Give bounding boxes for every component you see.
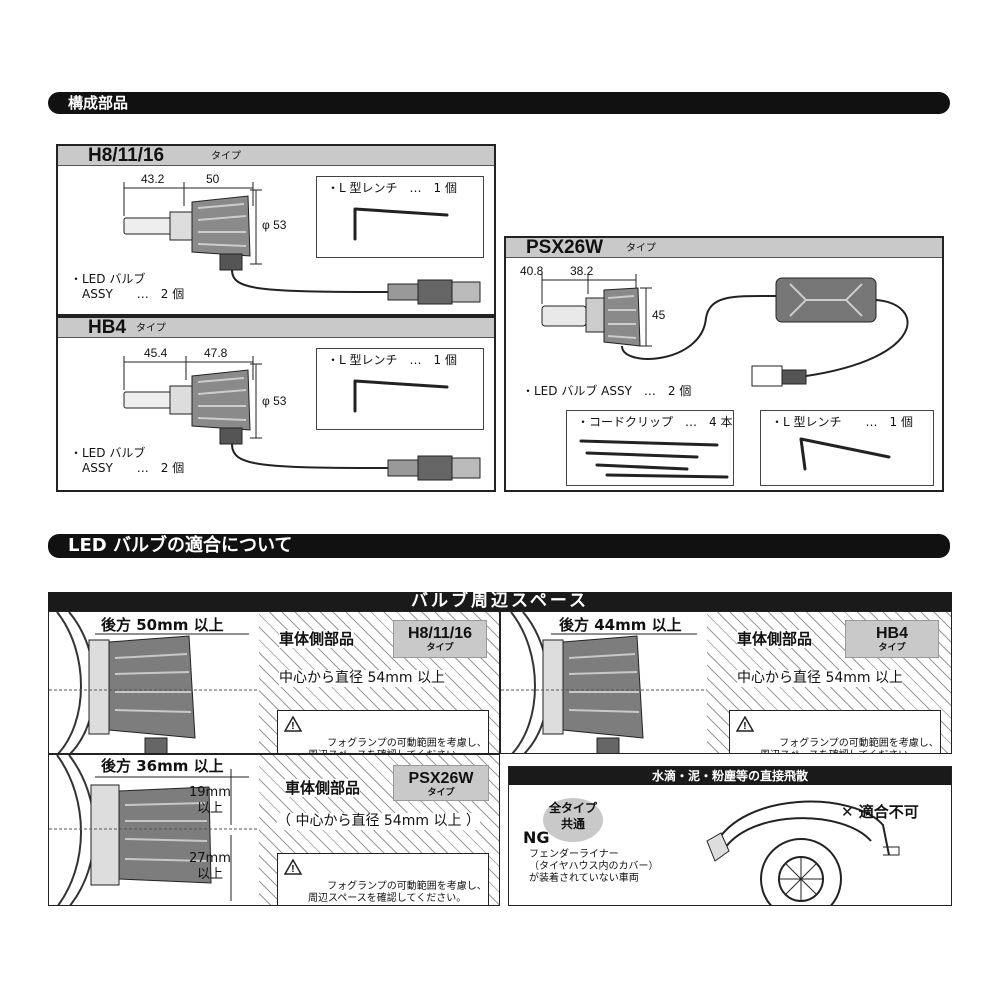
all-types-label-2: 共通	[561, 817, 586, 831]
cord-clip-icon	[579, 439, 729, 479]
panel-h8: H8/11/16 タイプ 43.2 50 φ 53 ・L 型レンチ … 1 個 …	[56, 144, 496, 316]
panel-title-hb4: HB4	[88, 317, 127, 338]
upper-clearance-suffix-psx26w: 以上	[197, 801, 224, 816]
body-part-label-hb4: 車体側部品	[737, 630, 813, 648]
lower-clearance-value-psx26w: 27mm	[189, 851, 231, 866]
panel-hb4: HB4 タイプ 45.4 47.8 φ 53 ・L 型レンチ … 1 個 ・LE…	[56, 316, 496, 492]
clip-box-psx26w: ・コードクリップ … 4 本	[566, 410, 734, 486]
type-tag-sub-h8: タイプ	[426, 643, 454, 653]
dim-length-a-hb4: 45.4	[144, 346, 168, 360]
center-diameter-label-h8: 中心から直径 54mm 以上	[279, 670, 445, 687]
warning-icon: !	[284, 716, 302, 732]
dim-length-a-psx26w: 40.8	[520, 264, 544, 278]
center-diameter-label-hb4: 中心から直径 54mm 以上	[737, 670, 903, 687]
spill-title: 水滴・泥・粉塵等の直接飛散	[509, 767, 951, 785]
panel-subtitle-h8: タイプ	[211, 151, 241, 162]
wrench-label-hb4: ・L 型レンチ … 1 個	[327, 353, 457, 367]
bulb-space-area: バルブ周辺スペース 後方 50mm 以上 車体側部品 H8/11/16 タイプ …	[48, 592, 952, 906]
center-diameter-label-psx26w: （ 中心から直径 54mm 以上 ）	[277, 813, 480, 830]
panel-subtitle-psx26w: タイプ	[626, 243, 656, 254]
l-wrench-icon	[353, 207, 449, 241]
type-tag-h8: H8/11/16 タイプ	[393, 620, 487, 658]
fender-note: フェンダーライナー （タイヤハウス内のカバー） が装着されていない車両	[529, 849, 659, 884]
fog-lamp-drawing-h8	[49, 612, 499, 753]
svg-text:!: !	[291, 864, 294, 875]
dim-height-psx26w: 45	[652, 308, 666, 322]
rear-clearance-label-psx26w: 後方 36mm 以上	[101, 757, 224, 775]
bulb-drawing-hb4	[123, 356, 481, 481]
upper-clearance-value-psx26w: 19mm	[189, 785, 231, 800]
fog-lamp-drawing-psx26w	[49, 755, 499, 905]
wrench-label-h8: ・L 型レンチ … 1 個	[327, 181, 457, 195]
warning-box-h8: ! フォグランプの可動範囲を考慮し、 周辺スペースを確認してください。	[277, 710, 489, 753]
wrench-box-h8: ・L 型レンチ … 1 個	[316, 176, 484, 258]
section-title-compat: LED バルブの適合について	[68, 535, 293, 556]
all-types-label-1: 全タイプ	[549, 801, 598, 815]
panel-head-hb4	[58, 318, 494, 338]
warning-text-psx26w: フォグランプの可動範囲を考慮し、 周辺スペースを確認してください。	[308, 881, 487, 904]
svg-text:!: !	[291, 721, 294, 732]
panel-head-psx26w	[506, 238, 942, 258]
clip-label-psx26w: ・コードクリップ … 4 本	[577, 415, 733, 429]
warning-icon: !	[284, 859, 302, 875]
warning-box-psx26w: ! フォグランプの可動範囲を考慮し、 周辺スペースを確認してください。	[277, 853, 489, 905]
fender-wheel-drawing	[706, 800, 900, 905]
l-wrench-icon	[353, 379, 449, 413]
wrench-box-hb4: ・L 型レンチ … 1 個	[316, 348, 484, 430]
rear-clearance-label-h8: 後方 50mm 以上	[101, 616, 224, 634]
wrench-label-psx26w: ・L 型レンチ … 1 個	[771, 415, 913, 429]
lower-clearance-suffix-psx26w: 以上	[197, 867, 224, 882]
dim-length-b-hb4: 47.8	[204, 346, 228, 360]
type-tag-main-psx26w: PSX26W	[408, 770, 474, 787]
incompatible-verdict: ✕ 適合不可	[841, 803, 919, 821]
all-types-badge	[543, 798, 603, 842]
bulb-drawing-h8	[123, 182, 481, 305]
dim-diameter-h8: φ 53	[262, 218, 287, 232]
bulb-label-psx26w: ・LED バルブ ASSY … 2 個	[522, 384, 692, 398]
panel-subtitle-hb4: タイプ	[136, 323, 166, 334]
warning-text-hb4: フォグランプの可動範囲を考慮し、 周辺スペースを確認してください。	[760, 738, 939, 753]
type-tag-main-hb4: HB4	[875, 625, 908, 642]
panel-title-psx26w: PSX26W	[526, 237, 604, 258]
bulb-drawing-psx26w	[541, 274, 909, 387]
warning-text-h8: フォグランプの可動範囲を考慮し、 周辺スペースを確認してください。	[308, 738, 487, 753]
space-cell-hb4: 後方 44mm 以上 車体側部品 HB4 タイプ 中心から直径 54mm 以上 …	[500, 611, 952, 754]
dim-length-b-h8: 50	[206, 172, 220, 186]
space-cell-h8: 後方 50mm 以上 車体側部品 H8/11/16 タイプ 中心から直径 54m…	[48, 611, 500, 754]
svg-text:!: !	[743, 721, 746, 732]
body-part-label-h8: 車体側部品	[279, 630, 355, 648]
bulb-label-line1-h8: ・LED バルブ	[70, 272, 146, 286]
spill-cell: 水滴・泥・粉塵等の直接飛散 全タイプ 共通 NG フェンダーライナー （タイヤハ…	[508, 766, 952, 906]
section-title-components: 構成部品	[68, 94, 129, 112]
warning-box-hb4: ! フォグランプの可動範囲を考慮し、 周辺スペースを確認してください。	[729, 710, 941, 753]
panel-title-h8: H8/11/16	[88, 145, 165, 166]
bulb-label-line1-hb4: ・LED バルブ	[70, 446, 146, 460]
type-tag-main-h8: H8/11/16	[407, 625, 473, 642]
type-tag-psx26w: PSX26W タイプ	[393, 765, 489, 801]
wrench-box-psx26w: ・L 型レンチ … 1 個	[760, 410, 934, 486]
panel-psx26w: PSX26W タイプ 40.8 38.2 45 ・LED バルブ ASSY … …	[504, 236, 944, 492]
type-tag-sub-hb4: タイプ	[878, 643, 906, 653]
bulb-space-title: バルブ周辺スペース	[48, 592, 952, 611]
ng-label: NG	[523, 828, 550, 847]
type-tag-sub-psx26w: タイプ	[427, 788, 455, 798]
panel-head-h8	[58, 146, 494, 166]
section-bar-compat: LED バルブの適合について	[48, 534, 950, 558]
bulb-label-line2-hb4: ASSY … 2 個	[82, 461, 185, 475]
type-tag-hb4: HB4 タイプ	[845, 620, 939, 658]
section-bar-components: 構成部品	[48, 92, 950, 114]
space-cell-psx26w: 後方 36mm 以上 車体側部品 PSX26W タイプ （ 中心から直径 54m…	[48, 754, 500, 906]
warning-icon: !	[736, 716, 754, 732]
bulb-label-line2-h8: ASSY … 2 個	[82, 287, 185, 301]
l-wrench-icon	[799, 437, 891, 471]
dim-diameter-hb4: φ 53	[262, 394, 287, 408]
rear-clearance-label-hb4: 後方 44mm 以上	[559, 616, 682, 634]
dim-length-a-h8: 43.2	[141, 172, 165, 186]
body-part-label-psx26w: 車体側部品	[285, 779, 361, 797]
